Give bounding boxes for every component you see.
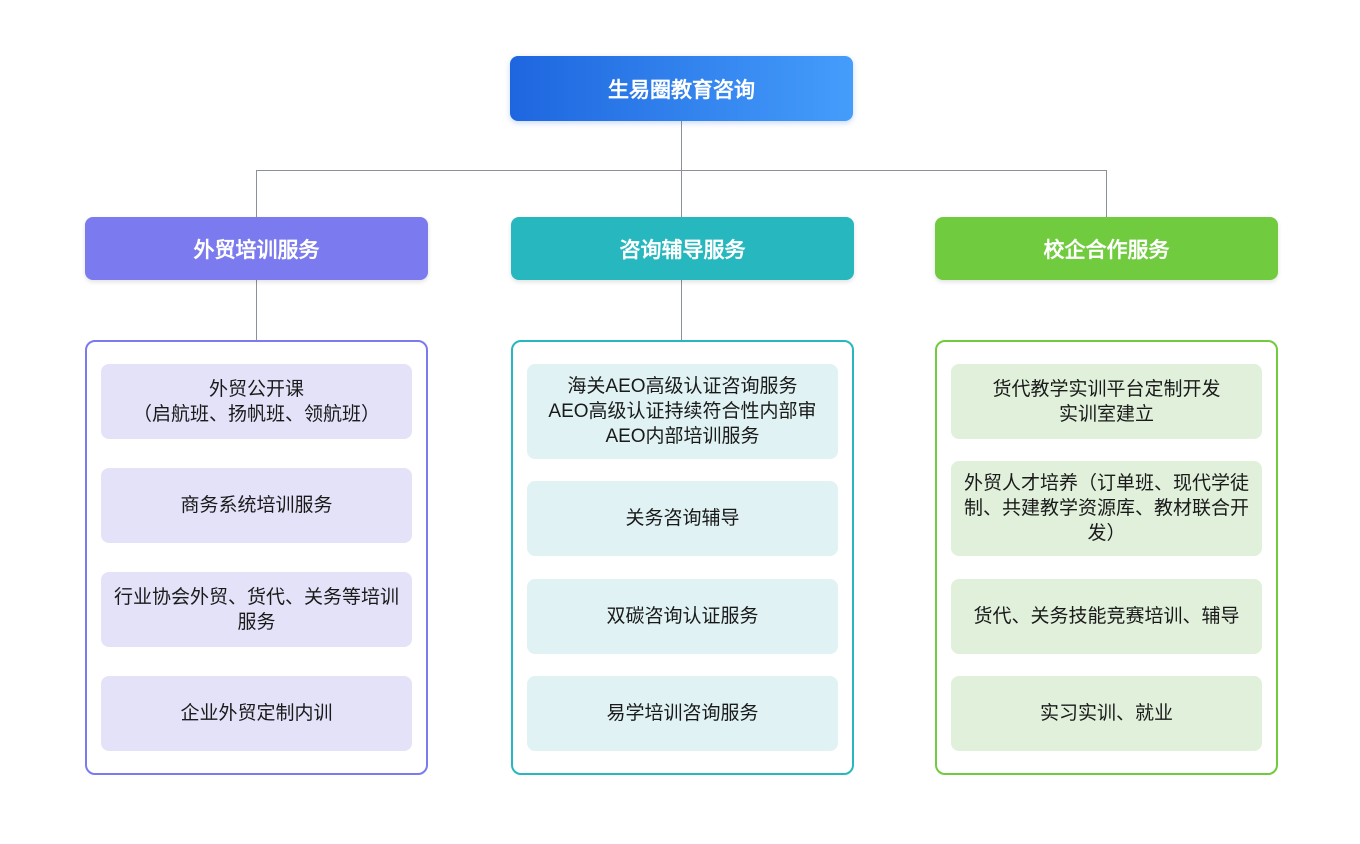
leaf-item-line: 双碳咨询认证服务 [606, 605, 759, 627]
leaf-item: 关务咨询辅导 [527, 481, 838, 557]
leaf-item: 外贸公开课 （启航班、扬帆班、领航班） [101, 364, 412, 439]
root-node-label: 生易圈教育咨询 [608, 78, 755, 102]
leaf-item: 行业协会外贸、货代、关务等培训服务 [101, 572, 412, 647]
leaf-item-line: （启航班、扬帆班、领航班） [132, 403, 380, 425]
connector-drop-right [1106, 170, 1107, 217]
branch-group-consulting: 海关AEO高级认证咨询服务 AEO高级认证持续符合性内部审 AEO内部培训服务 … [511, 340, 854, 775]
leaf-item: 外贸人才培养（订单班、现代学徒制、共建教学资源库、教材联合开发） [951, 461, 1262, 557]
leaf-item: 货代、关务技能竞赛培训、辅导 [951, 578, 1262, 654]
leaf-item-line: 实训室建立 [1058, 403, 1154, 425]
connector-drop-middle [681, 170, 682, 217]
branch-group-trade-training: 外贸公开课 （启航班、扬帆班、领航班） 商务系统培训服务 行业协会外贸、货代、关… [85, 340, 428, 775]
connector-group-middle [681, 280, 682, 340]
root-node: 生易圈教育咨询 [510, 56, 853, 121]
leaf-item-line: 货代教学实训平台定制开发 [992, 378, 1221, 400]
leaf-item-line: 外贸公开课 [208, 378, 304, 400]
leaf-item: 货代教学实训平台定制开发 实训室建立 [951, 364, 1262, 439]
branch-header-label: 外贸培训服务 [193, 238, 320, 262]
leaf-item-line: AEO高级认证持续符合性内部审 [548, 401, 817, 422]
leaf-item-line: AEO内部培训服务 [605, 426, 760, 447]
branch-header-consulting: 咨询辅导服务 [511, 217, 854, 280]
leaf-item-line: 关务咨询辅导 [625, 508, 740, 530]
leaf-item-line: 行业协会外贸、货代、关务等培训服务 [113, 586, 399, 633]
branch-header-label: 校企合作服务 [1043, 238, 1170, 262]
leaf-item-line: 外贸人才培养（订单班、现代学徒制、共建教学资源库、教材联合开发） [963, 473, 1249, 545]
branch-header-label: 咨询辅导服务 [619, 238, 746, 262]
leaf-item: 海关AEO高级认证咨询服务 AEO高级认证持续符合性内部审 AEO内部培训服务 [527, 364, 838, 459]
leaf-item-line: 货代、关务技能竞赛培训、辅导 [973, 605, 1240, 627]
connector-root-drop [681, 121, 682, 170]
leaf-item-line: 实习实训、就业 [1039, 702, 1173, 724]
leaf-item-line: 海关AEO高级认证咨询服务 [567, 376, 798, 397]
leaf-item-line: 易学培训咨询服务 [606, 702, 759, 724]
connector-drop-left [256, 170, 257, 217]
leaf-item-line: 企业外贸定制内训 [180, 703, 333, 724]
branch-group-school-enterprise: 货代教学实训平台定制开发 实训室建立 外贸人才培养（订单班、现代学徒制、共建教学… [935, 340, 1278, 775]
leaf-item: 实习实训、就业 [951, 675, 1262, 751]
connector-group-left [256, 280, 257, 340]
leaf-item-line: 商务系统培训服务 [180, 495, 333, 516]
leaf-item: 商务系统培训服务 [101, 468, 412, 543]
branch-header-trade-training: 外贸培训服务 [85, 217, 428, 280]
branch-header-school-enterprise: 校企合作服务 [935, 217, 1278, 280]
leaf-item: 易学培训咨询服务 [527, 675, 838, 751]
leaf-item: 双碳咨询认证服务 [527, 578, 838, 654]
leaf-item: 企业外贸定制内训 [101, 676, 412, 751]
